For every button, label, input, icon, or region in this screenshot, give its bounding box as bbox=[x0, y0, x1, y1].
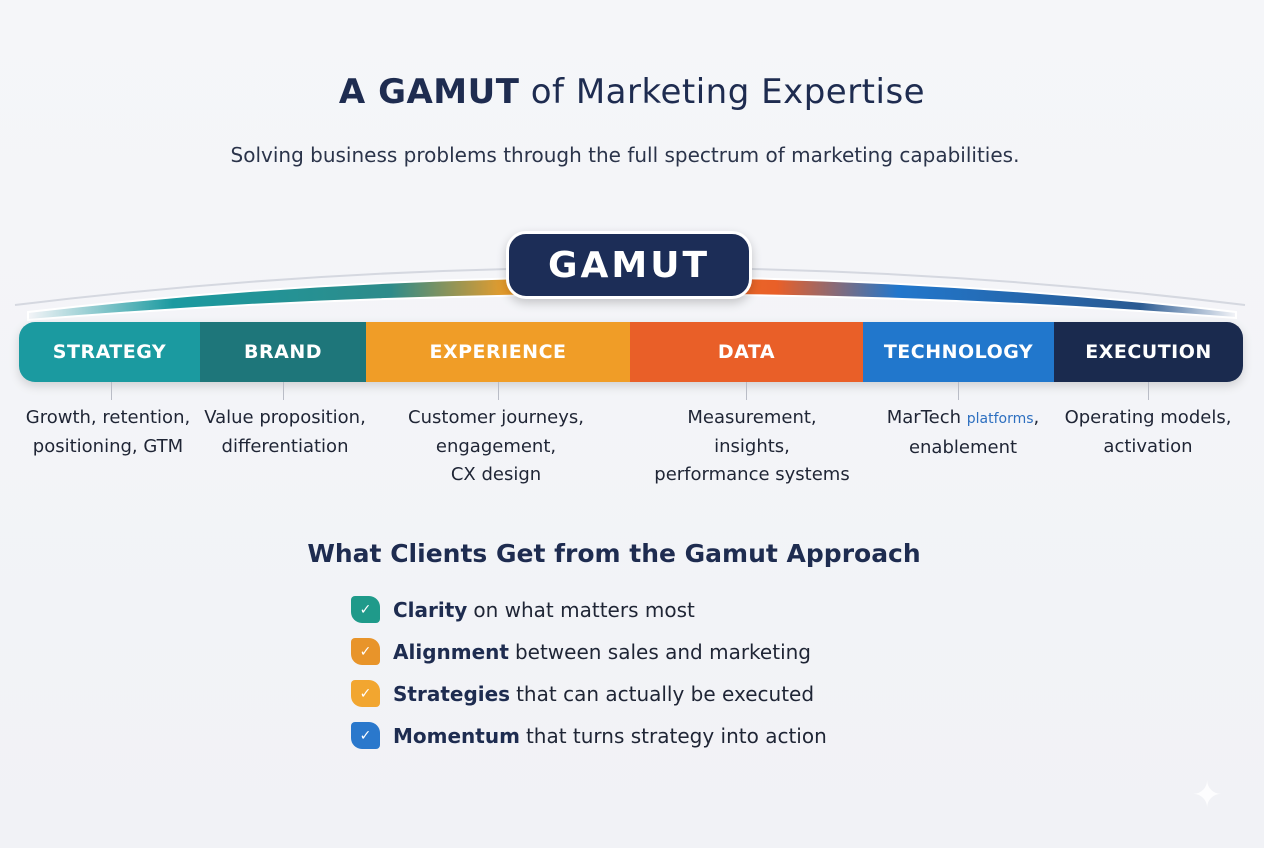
benefit-text: on what matters most bbox=[473, 597, 695, 622]
check-icon: ✓ bbox=[351, 596, 380, 623]
benefit-bold: Alignment bbox=[393, 639, 509, 664]
desc-line: engagement, bbox=[435, 435, 557, 457]
desc-data: Measurement, insights, performance systems bbox=[647, 404, 857, 490]
segment-execution: EXECUTION bbox=[1054, 322, 1243, 382]
desc-line: differentiation bbox=[221, 435, 349, 457]
page-title: A GAMUT of Marketing Expertise bbox=[0, 72, 1264, 112]
desc-line: CX design bbox=[450, 464, 542, 485]
benefit-bold: Clarity bbox=[393, 597, 468, 622]
capability-bar: STRATEGY BRAND EXPERIENCE DATA TECHNOLOG… bbox=[19, 322, 1243, 382]
desc-brand: Value proposition, differentiation bbox=[180, 404, 390, 461]
desc-strategy: Growth, retention, positioning, GTM bbox=[3, 404, 213, 461]
segment-brand: BRAND bbox=[200, 322, 366, 382]
segment-strategy: STRATEGY bbox=[19, 322, 200, 382]
tick bbox=[1148, 382, 1149, 400]
benefit-bold: Strategies bbox=[393, 681, 511, 706]
desc-text: MarTech bbox=[886, 407, 967, 428]
segment-technology: TECHNOLOGY bbox=[863, 322, 1054, 382]
subtitle: Solving business problems through the fu… bbox=[230, 143, 1020, 167]
benefit-text: that turns strategy into action bbox=[525, 723, 827, 748]
benefit-bold: Momentum bbox=[393, 723, 520, 748]
desc-technology: MarTech platforms,enablement bbox=[858, 404, 1068, 462]
desc-line: Operating models, bbox=[1064, 407, 1232, 428]
tick bbox=[111, 382, 112, 400]
desc-line: Measurement, bbox=[687, 407, 817, 428]
check-icon: ✓ bbox=[351, 638, 380, 665]
tick bbox=[283, 382, 284, 400]
segment-data: DATA bbox=[630, 322, 863, 382]
benefits-heading: What Clients Get from the Gamut Approach bbox=[307, 539, 921, 568]
desc-text-highlight: platforms bbox=[966, 411, 1034, 427]
desc-line: insights, bbox=[714, 435, 790, 457]
sparkle-icon: ✦ bbox=[1192, 775, 1223, 816]
desc-line: enablement bbox=[908, 436, 1018, 458]
desc-line: Growth, retention, bbox=[25, 407, 191, 428]
title-bold: A GAMUT bbox=[338, 72, 520, 112]
desc-text: , bbox=[1033, 407, 1040, 428]
desc-line: Value proposition, bbox=[204, 407, 366, 428]
desc-line: positioning, GTM bbox=[32, 435, 184, 457]
check-icon: ✓ bbox=[351, 680, 380, 707]
desc-line: activation bbox=[1103, 435, 1193, 457]
check-icon: ✓ bbox=[351, 722, 380, 749]
desc-line: performance systems bbox=[654, 464, 850, 485]
desc-line: MarTech platforms, bbox=[858, 404, 1068, 434]
desc-execution: Operating models, activation bbox=[1043, 404, 1253, 461]
title-rest: of Marketing Expertise bbox=[519, 72, 926, 112]
tick bbox=[958, 382, 959, 400]
segment-experience: EXPERIENCE bbox=[366, 322, 630, 382]
benefit-text: that can actually be executed bbox=[516, 681, 815, 706]
desc-line: Customer journeys, bbox=[408, 407, 584, 428]
gamut-badge: GAMUT bbox=[506, 231, 752, 299]
benefit-text: between sales and marketing bbox=[514, 639, 811, 664]
tick bbox=[498, 382, 499, 400]
tick bbox=[746, 382, 747, 400]
desc-experience: Customer journeys, engagement, CX design bbox=[391, 404, 601, 490]
